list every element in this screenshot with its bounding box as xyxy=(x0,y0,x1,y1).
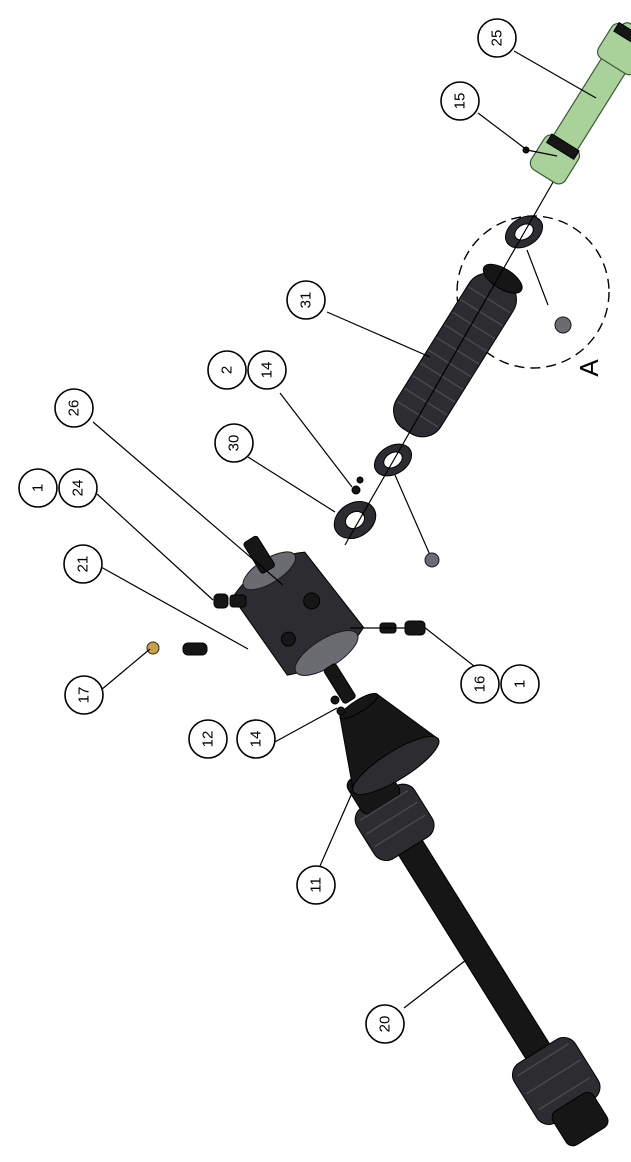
clamp-lower-part xyxy=(373,443,440,568)
bolt-part xyxy=(350,620,426,636)
seal-ring-part xyxy=(333,500,377,540)
leader-lines xyxy=(92,50,597,1009)
callout-24: 24 xyxy=(58,468,98,508)
callout-25: 25 xyxy=(477,18,517,58)
shield-cone-part xyxy=(339,692,440,795)
small-fittings-lower xyxy=(330,695,346,716)
telescopic-shaft-part xyxy=(529,21,631,185)
callout-26: 26 xyxy=(54,388,94,428)
callout-16: 16 xyxy=(460,664,500,704)
svg-text:14: 14 xyxy=(248,731,265,748)
callout-30: 30 xyxy=(214,423,254,463)
callout-14-lower: 14 xyxy=(236,719,276,759)
pto-shaft-part xyxy=(346,762,609,1147)
callout-31: 31 xyxy=(286,280,326,320)
svg-text:15: 15 xyxy=(452,93,469,110)
plug-part xyxy=(213,593,247,609)
svg-text:14: 14 xyxy=(259,362,276,379)
callout-17: 17 xyxy=(64,675,104,715)
callout-14-upper: 14 xyxy=(247,350,287,390)
svg-text:11: 11 xyxy=(308,877,325,893)
grease-fitting-part xyxy=(146,641,208,656)
svg-text:1: 1 xyxy=(512,680,529,688)
callout-11: 11 xyxy=(296,865,336,905)
svg-text:17: 17 xyxy=(76,687,93,704)
callout-2: 2 xyxy=(207,350,247,390)
callout-1-lower: 1 xyxy=(500,664,540,704)
svg-text:16: 16 xyxy=(472,676,489,693)
small-fittings-upper xyxy=(351,476,364,495)
svg-text:26: 26 xyxy=(66,400,83,417)
callout-12: 12 xyxy=(188,719,228,759)
svg-text:1: 1 xyxy=(30,484,47,492)
svg-text:2: 2 xyxy=(219,366,236,374)
bellows-boot-part xyxy=(393,263,523,438)
svg-text:20: 20 xyxy=(377,1016,394,1033)
svg-text:12: 12 xyxy=(200,731,217,748)
callout-1-upper: 1 xyxy=(18,468,58,508)
gearbox-part xyxy=(232,535,365,704)
svg-text:30: 30 xyxy=(226,435,243,452)
callout-21: 21 xyxy=(63,544,103,584)
svg-text:21: 21 xyxy=(75,556,92,573)
assembly-axis-line xyxy=(344,169,561,546)
svg-text:24: 24 xyxy=(70,480,87,497)
svg-text:31: 31 xyxy=(298,292,315,309)
detail-view-label: A xyxy=(574,359,604,377)
callout-20: 20 xyxy=(365,1004,405,1044)
callout-15: 15 xyxy=(440,81,480,121)
svg-text:25: 25 xyxy=(489,30,506,47)
